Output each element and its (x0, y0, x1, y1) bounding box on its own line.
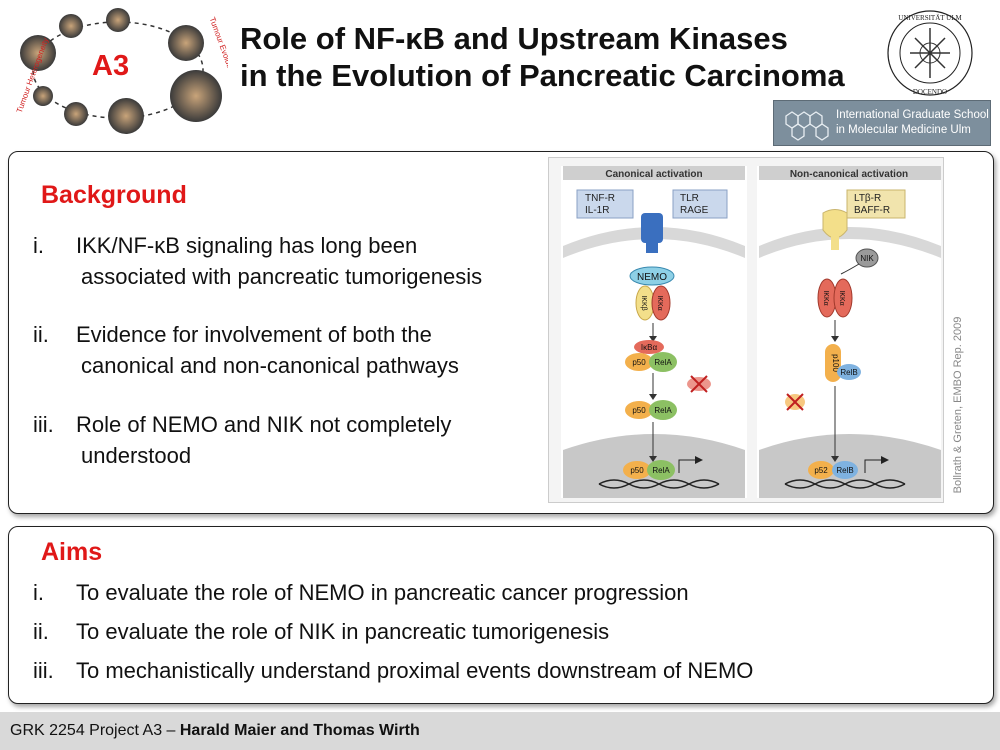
receptor-ltbr: LTβ-R (854, 193, 881, 204)
ikkb-label: IKKβ (640, 295, 647, 310)
item-text: To evaluate the role of NEMO in pancreat… (76, 580, 689, 605)
molecule-icon (785, 111, 829, 141)
receptor-baffr: BAFF-R (854, 205, 890, 216)
p50-label-2: p50 (632, 406, 646, 415)
tumour-cycle-graphic: Tumour Heterogeneity Tumour Evolution (15, 8, 237, 134)
background-heading: Background (41, 181, 187, 209)
p50-label: p50 (632, 358, 646, 367)
item-text: To evaluate the role of NIK in pancreati… (76, 619, 610, 644)
nfkb-pathway-figure: Canonical activation Non-canonical activ… (548, 157, 944, 503)
ikba-label: IκBα (641, 343, 658, 352)
school-line-1: International Graduate School (836, 109, 989, 121)
canonical-title: Canonical activation (605, 169, 702, 180)
footer-text: GRK 2254 Project A3 – Harald Maier and T… (10, 722, 420, 740)
svg-text:Tumour Evolution: Tumour Evolution (208, 16, 228, 78)
footer-authors: Harald Maier and Thomas Wirth (179, 722, 420, 739)
a3-project-logo: Tumour Heterogeneity Tumour Evolution (8, 8, 237, 138)
aims-panel: Aims i. To evaluate the role of NEMO in … (8, 526, 994, 704)
nik-label: NIK (860, 254, 874, 263)
relb-label: RelB (840, 368, 857, 377)
rela-label-2: RelA (654, 406, 672, 415)
noncanonical-title: Non-canonical activation (790, 169, 908, 180)
ikka-label: IKKα (656, 295, 663, 310)
ikka-label-nc1: IKKα (822, 290, 829, 305)
receptor-il1r: IL-1R (585, 205, 609, 216)
item-number: i. (33, 233, 44, 258)
school-name: International Graduate School in Molecul… (836, 108, 989, 138)
svg-text:DOCENDO: DOCENDO (913, 88, 947, 96)
item-number: iii. (33, 658, 54, 683)
figure-credit: Bollrath & Greten, EMBO Rep. 2009 (952, 316, 964, 494)
p100-label: p100 (831, 354, 840, 372)
title-line-1: Role of NF-κB and Upstream Kinases (240, 21, 788, 56)
item-text-line-2: understood (81, 443, 192, 468)
aims-heading: Aims (41, 538, 103, 566)
relb-label-2: RelB (836, 466, 853, 475)
university-seal-logo: UNIVERSITÄT ULM DOCENDO (880, 8, 980, 98)
rela-label-3: RelA (652, 466, 670, 475)
item-number: iii. (33, 412, 54, 437)
a3-label: A3 (92, 50, 130, 82)
p52-label: p52 (814, 466, 828, 475)
receptor-tlr: TLR (680, 193, 699, 204)
item-text-line-2: associated with pancreatic tumorigenesis (81, 264, 483, 289)
receptor-rage: RAGE (680, 205, 709, 216)
item-number: i. (33, 580, 44, 605)
p50-label-3: p50 (630, 466, 644, 475)
school-line-2: in Molecular Medicine Ulm (836, 124, 971, 136)
item-text-line-2: canonical and non-canonical pathways (81, 353, 459, 378)
page-title: Role of NF-κB and Upstream Kinases in th… (240, 20, 845, 94)
svg-text:UNIVERSITÄT ULM: UNIVERSITÄT ULM (898, 14, 962, 22)
graduate-school-logo: International Graduate School in Molecul… (773, 100, 991, 146)
item-number: ii. (33, 619, 49, 644)
footer-bar: GRK 2254 Project A3 – Harald Maier and T… (0, 712, 1000, 750)
receptor-tnfr: TNF-R (585, 193, 615, 204)
item-number: ii. (33, 322, 49, 347)
item-text-line-1: Evidence for involvement of both the (76, 322, 432, 347)
item-text-line-1: Role of NEMO and NIK not completely (76, 412, 452, 437)
item-text-line-1: IKK/NF-κB signaling has long been (76, 233, 418, 258)
title-line-2: in the Evolution of Pancreatic Carcinoma (240, 58, 845, 93)
footer-project: GRK 2254 Project A3 – (10, 722, 180, 739)
rela-label: RelA (654, 358, 672, 367)
nemo-label: NEMO (637, 272, 667, 283)
item-text: To mechanistically understand proximal e… (76, 658, 754, 683)
ikka-label-nc2: IKKα (838, 290, 845, 305)
